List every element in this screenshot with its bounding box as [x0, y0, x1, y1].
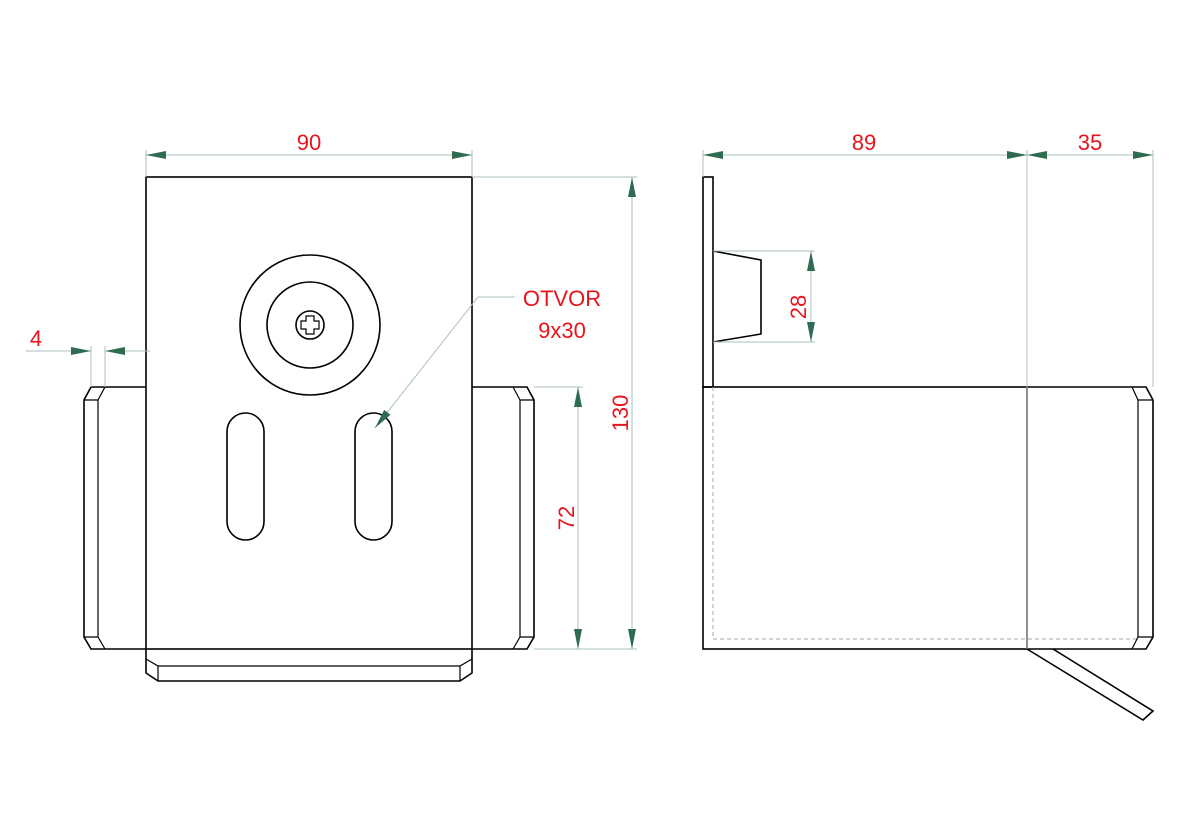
right-wing	[472, 386, 535, 650]
dim-thickness-label: 4	[30, 326, 42, 351]
back-plate	[702, 176, 714, 388]
hole-note-line2: 9x30	[538, 318, 586, 343]
main-plate	[145, 176, 473, 650]
slot-right	[354, 412, 393, 541]
left-wing	[83, 386, 146, 650]
dimension-block-height: 28	[713, 250, 815, 343]
dimension-wing-depth: 35	[1027, 130, 1153, 159]
dimension-thickness: 4	[26, 326, 150, 387]
dimension-width: 90	[145, 130, 473, 177]
dim-depth-label: 89	[852, 130, 876, 155]
roller-block	[712, 250, 762, 343]
dim-wing-depth-label: 35	[1078, 130, 1102, 155]
dim-wing-height-label: 72	[554, 506, 579, 530]
dimension-height: 130	[472, 176, 637, 650]
hidden-edge	[712, 387, 1138, 640]
bottom-flange	[145, 649, 473, 682]
side-wing	[1027, 386, 1154, 650]
roller-outer	[239, 254, 381, 396]
roller-inner	[266, 281, 354, 369]
dim-height-label: 130	[608, 395, 633, 432]
base-box	[702, 386, 1028, 650]
side-view: 89 35 28	[702, 130, 1155, 721]
dim-block-height-label: 28	[786, 295, 811, 319]
dimension-depth: 89	[702, 130, 1154, 649]
dimension-wing-height: 72	[534, 386, 583, 649]
slot-left	[226, 412, 265, 541]
hole-note-line1: OTVOR	[523, 286, 601, 311]
dim-width-label: 90	[297, 130, 321, 155]
open-flap	[1026, 648, 1155, 721]
screw-cross-icon	[300, 315, 320, 335]
screw-head	[295, 310, 325, 340]
hole-leader: OTVOR 9x30	[374, 286, 601, 429]
front-view: 90 130 72 4 OTVOR 9x30	[26, 130, 637, 682]
